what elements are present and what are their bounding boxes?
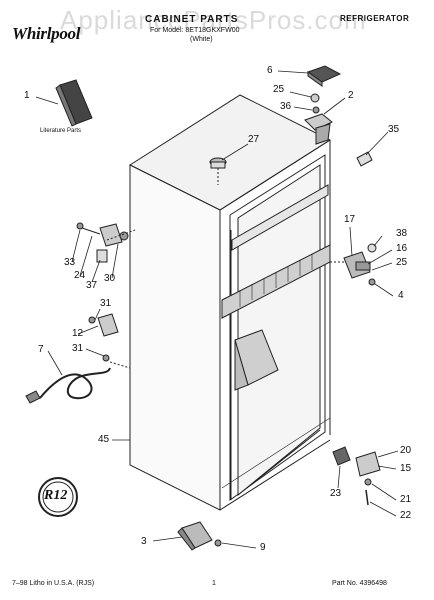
refrigerator-cabinet <box>128 94 332 511</box>
literature-parts-label: Literature Parts <box>40 128 82 134</box>
screw-bracket-assembly <box>88 313 119 337</box>
callout-24: 24 <box>74 270 86 281</box>
callout-6: 6 <box>267 65 273 76</box>
callout-36: 36 <box>280 101 292 112</box>
callout-31: 31 <box>100 298 112 309</box>
center-hinge <box>330 243 377 286</box>
appliance-category: REFRIGERATOR <box>340 14 410 23</box>
callout-3: 3 <box>141 536 147 547</box>
footer-litho: 7–98 Litho in U.S.A. (RJS) <box>12 580 95 587</box>
model-color: (White) <box>190 36 213 43</box>
door-stop-assembly <box>76 222 136 263</box>
callout-1: 1 <box>24 90 30 101</box>
model-number: For Model: 8ET18GKXFW00 <box>150 27 240 34</box>
footer-part-number: Part No. 4396498 <box>332 580 387 587</box>
r12-badge-text: R12 <box>44 488 68 503</box>
top-plug <box>356 151 373 167</box>
callout-35: 35 <box>388 124 400 135</box>
bottom-hinge <box>332 446 381 506</box>
callout-12: 12 <box>72 328 84 339</box>
top-hinge-cover <box>306 65 342 87</box>
callout-33: 33 <box>64 257 76 268</box>
callout-4: 4 <box>398 290 404 301</box>
callout-15: 15 <box>400 463 412 474</box>
callout-25-right: 25 <box>396 257 408 268</box>
callout-45: 45 <box>98 434 110 445</box>
page-title: CABINET PARTS <box>145 14 239 25</box>
callout-21: 21 <box>400 494 412 505</box>
callout-31-lower: 31 <box>72 343 84 354</box>
footer-page-number: 1 <box>212 580 216 587</box>
callout-38: 38 <box>396 228 408 239</box>
leader-lines <box>35 70 399 549</box>
callout-30: 30 <box>104 273 116 284</box>
callout-25: 25 <box>273 84 285 95</box>
power-cord <box>25 354 131 404</box>
callout-2: 2 <box>348 90 354 101</box>
callout-9: 9 <box>260 542 266 553</box>
callout-22: 22 <box>400 510 412 521</box>
r12-badge <box>38 477 78 517</box>
callout-20: 20 <box>400 445 412 456</box>
callout-23: 23 <box>330 488 342 499</box>
leveling-leg-bracket <box>177 521 222 551</box>
callout-27: 27 <box>248 134 260 145</box>
callout-7: 7 <box>38 344 44 355</box>
callout-16: 16 <box>396 243 408 254</box>
watermark-text: AppliancePartsPros.com <box>60 5 367 35</box>
literature-parts-booklet <box>55 79 93 127</box>
callout-37: 37 <box>86 280 98 291</box>
top-hinge <box>304 93 333 145</box>
callout-17: 17 <box>344 214 356 225</box>
brand-logo: Whirlpool <box>12 24 81 43</box>
